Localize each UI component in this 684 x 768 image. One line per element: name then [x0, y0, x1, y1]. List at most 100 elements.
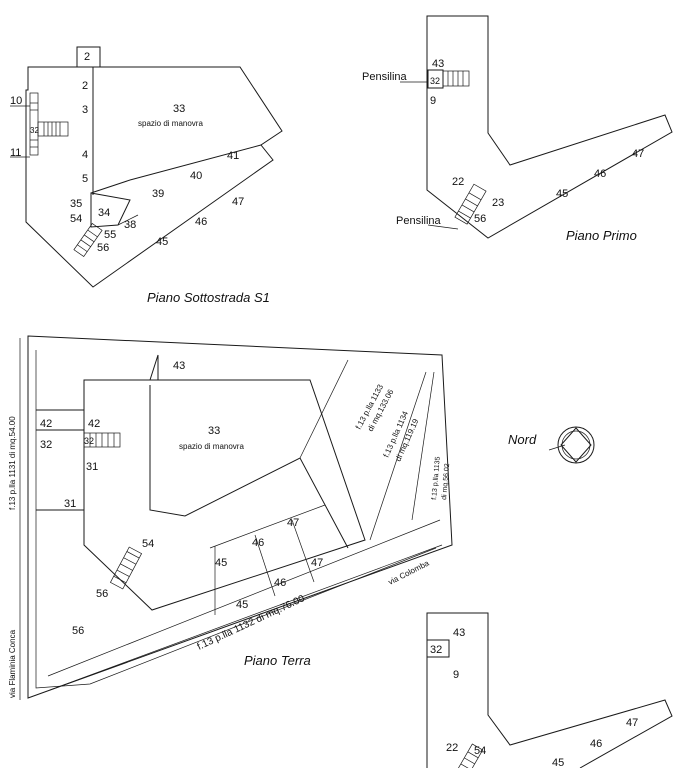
- s1-room-47: 47: [232, 196, 244, 208]
- s1-room-40: 40: [190, 170, 202, 182]
- s1-room-3: 3: [82, 104, 88, 116]
- terra-plot-1135-line: [411, 371, 435, 521]
- s1-room-10: 10: [10, 95, 22, 107]
- s1-staircase: [29, 92, 69, 156]
- terra-room-56-yard: 56: [72, 625, 84, 637]
- s1-outline: [25, 46, 283, 288]
- s1-room-41: 41: [227, 150, 239, 162]
- terra-spazio-di-manovra: spazio di manovra: [179, 442, 244, 451]
- terra-plot-1132: f.13 p.lla 1132 di mq.76.00: [196, 593, 307, 653]
- primo-pensilina-bottom: Pensilina: [396, 215, 442, 227]
- primo-pensilina-top: Pensilina: [362, 71, 408, 83]
- terra-site-outline: [27, 335, 453, 699]
- terra-via-colomba-edge-2: [49, 544, 443, 691]
- partial-room-32: 32: [430, 644, 442, 656]
- primo-room-32: 32: [430, 76, 440, 86]
- terra-room-32-right: 32: [84, 436, 94, 446]
- s1-room-55: 55: [104, 229, 116, 241]
- terra-room-42-left: 42: [40, 418, 52, 430]
- s1-room-54: 54: [70, 213, 82, 225]
- terra-room-31-outer: 31: [64, 498, 76, 510]
- s1-room-33: 33: [173, 103, 185, 115]
- terra-garage-back: [209, 504, 326, 549]
- terra-ramp-wall: [149, 385, 349, 549]
- s1-room-11: 11: [10, 147, 21, 159]
- terra-inner-lot: [35, 350, 437, 689]
- s1-room-5: 5: [82, 173, 88, 185]
- partial-room-46: 46: [590, 738, 602, 750]
- partial-box-32: [426, 639, 450, 658]
- terra-room-46-b: 46: [274, 577, 286, 589]
- s1-room-45: 45: [156, 236, 168, 248]
- partial-room-22: 22: [446, 742, 458, 754]
- terra-plot-1133-line: [299, 359, 349, 459]
- partial-room-43: 43: [453, 627, 465, 639]
- primo-room-23: 23: [492, 197, 504, 209]
- primo-room-47: 47: [632, 148, 644, 160]
- s1-room-46: 46: [195, 216, 207, 228]
- terra-building: [83, 354, 366, 611]
- terra-room-43: 43: [173, 360, 185, 372]
- north-arrow: Nord: [508, 426, 595, 464]
- s1-room-35: 35: [70, 198, 82, 210]
- s1-wall-39: [90, 179, 131, 194]
- primo-room-45: 45: [556, 188, 568, 200]
- s1-wall-40: [129, 144, 262, 181]
- primo-staircase-top: [442, 70, 470, 87]
- primo-staircase-bottom: [454, 183, 487, 225]
- compass-inner-icon: [561, 430, 591, 460]
- primo-room-22: 22: [452, 176, 464, 188]
- primo-room-9: 9: [430, 95, 436, 107]
- terra-room-56-stair: 56: [96, 588, 108, 600]
- terra-room-45-b: 45: [236, 599, 248, 611]
- terra-room-47-b: 47: [311, 557, 323, 569]
- terra-room-47-a: 47: [287, 517, 299, 529]
- terra-via-flaminia: via Flaminia Conca: [8, 629, 17, 698]
- partial-staircase: [456, 743, 484, 768]
- terra-title: Piano Terra: [244, 653, 311, 668]
- terra-room-46-a: 46: [252, 537, 264, 549]
- terra-plot-1135-a: f.13 p.lla 1135: [431, 456, 442, 500]
- partial-room-47: 47: [626, 717, 638, 729]
- partial-room-54: 54: [474, 745, 486, 757]
- terra-room-33: 33: [208, 425, 220, 437]
- s1-spazio-di-manovra: spazio di manovra: [138, 119, 203, 128]
- plan-piano-sottostrada-s1: 2 2 3 4 5 10 11 32 33 spazio di manovra …: [10, 46, 283, 305]
- terra-room-42-right: 42: [88, 418, 100, 430]
- s1-room-32: 32: [30, 126, 39, 135]
- s1-room-4: 4: [82, 149, 88, 161]
- terra-staircase-54: [109, 546, 143, 590]
- s1-title: Piano Sottostrada S1: [147, 290, 270, 305]
- partial-room-9: 9: [453, 669, 459, 681]
- terra-staircase: [83, 432, 121, 448]
- s1-room-38: 38: [124, 219, 136, 231]
- s1-staircase-56: [73, 222, 103, 258]
- nord-label: Nord: [508, 432, 537, 447]
- primo-room-43: 43: [432, 58, 444, 70]
- primo-room-46: 46: [594, 168, 606, 180]
- primo-room-56: 56: [474, 213, 486, 225]
- s1-box-2-label: 2: [84, 51, 90, 63]
- s1-room-39: 39: [152, 188, 164, 200]
- primo-pensilina-bottom-leader: [427, 224, 459, 230]
- compass-outer-icon: [557, 426, 595, 464]
- s1-wall-38: [117, 214, 139, 226]
- terra-garage-46: [254, 534, 276, 597]
- plan-piano-primo: Pensilina 43 32 9 22 23 56 45 46 47 Pens…: [362, 15, 673, 243]
- terra-room-32-left: 32: [40, 439, 52, 451]
- compass-rose-icon: [560, 427, 592, 463]
- terra-room-54: 54: [142, 538, 154, 550]
- partial-outline: [426, 612, 673, 768]
- plan-piano-terra: 43 42 42 32 32 31 31 33 spazio di manovr…: [8, 335, 453, 700]
- partial-room-45: 45: [552, 757, 564, 768]
- s1-room-34: 34: [98, 207, 110, 219]
- terra-plot-1134-line: [369, 371, 427, 541]
- terra-room-31-inner: 31: [86, 461, 98, 473]
- compass-pointer-icon: [548, 444, 566, 451]
- primo-outline: [426, 15, 673, 239]
- s1-box-2: [76, 46, 101, 68]
- s1-room-2: 2: [82, 80, 88, 92]
- terra-garage-47: [291, 519, 315, 583]
- terra-plot-1135-b: di mq.56.02: [441, 463, 451, 500]
